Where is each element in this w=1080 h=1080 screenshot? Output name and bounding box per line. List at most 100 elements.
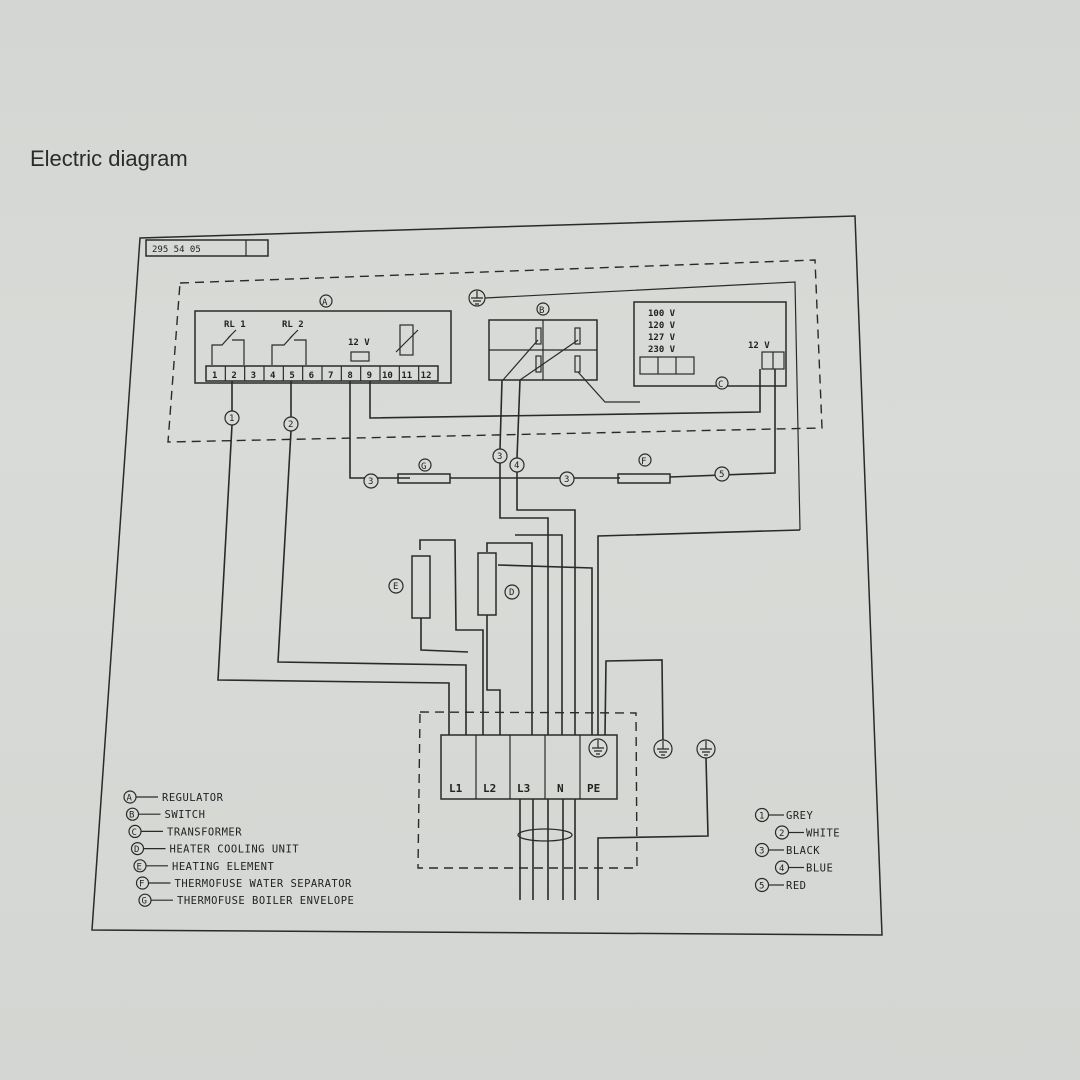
legend-wire-marker-1	[754, 807, 770, 823]
fuse-f	[617, 473, 671, 484]
terminal-number: 11	[401, 371, 412, 381]
legend-letter: A	[127, 794, 133, 804]
legend-wire-number: 4	[779, 864, 784, 874]
terminal-n: N	[557, 782, 564, 795]
marker-heating-element-e	[388, 578, 404, 594]
terminal-number: 6	[309, 371, 314, 381]
marker-transformer-c	[715, 376, 729, 390]
legend-component-label: SWITCH	[165, 809, 206, 821]
transformer-box	[633, 301, 787, 387]
svg-text:B: B	[539, 306, 544, 316]
wire-fuse-f-right	[669, 369, 776, 478]
legend-letter: E	[137, 862, 142, 872]
marker-fuse-g	[418, 458, 432, 472]
legend-component-label: THERMOFUSE BOILER ENVELOPE	[177, 895, 354, 907]
wire-blue	[516, 379, 576, 735]
supply-cable-clamp	[517, 828, 573, 842]
svg-text:F: F	[641, 457, 646, 467]
legend-wire-number: 3	[759, 847, 764, 857]
part-number-box	[145, 239, 269, 257]
terminal-number: 9	[367, 371, 372, 381]
svg-text:E: E	[393, 582, 398, 592]
svg-text:3: 3	[564, 475, 569, 485]
transformer-voltage-230: 230 V	[648, 345, 676, 355]
wire-white	[277, 381, 467, 735]
svg-text:2: 2	[288, 420, 293, 430]
terminal-number: 7	[328, 371, 333, 381]
transformer-voltage-120: 120 V	[648, 321, 676, 331]
transformer-12v-label: 12 V	[748, 341, 770, 351]
legend-wire-number: 1	[759, 812, 764, 822]
legend-wire-number: 5	[759, 882, 764, 892]
supply-cable	[519, 799, 576, 900]
terminal-number: 2	[231, 371, 236, 381]
legend-wire-marker-3	[754, 842, 770, 858]
wire-marker-5	[714, 466, 730, 482]
terminal-number: 12	[421, 371, 432, 381]
wire-black	[499, 379, 549, 735]
wire-marker-3b	[363, 473, 379, 489]
wire-regulator-transformer	[369, 369, 761, 419]
legend-wire-number: 2	[779, 829, 784, 839]
relay-rl1-label: RL 1	[224, 320, 246, 330]
legend-wire-marker-4	[774, 860, 790, 875]
legend-letter: G	[142, 897, 147, 907]
svg-text:4: 4	[514, 461, 519, 471]
terminal-number: 10	[382, 371, 393, 381]
legend-component-label: REGULATOR	[162, 792, 224, 804]
terminal-number: 8	[347, 371, 352, 381]
relay-rl2-contact	[271, 329, 307, 365]
legend-letter: D	[134, 845, 139, 855]
legend-component-label: THERMOFUSE WATER SEPARATOR	[175, 878, 353, 890]
transformer-voltage-100: 100 V	[648, 309, 676, 319]
legend-wire-marker-2	[774, 825, 790, 840]
transformer-voltage-127: 127 V	[648, 333, 676, 343]
marker-regulator-a	[319, 294, 333, 308]
legend-wire-marker-5	[754, 877, 770, 893]
marker-switch-b	[536, 302, 550, 316]
equipment-enclosure	[167, 259, 823, 443]
legend-wire-label: RED	[786, 880, 806, 892]
regulator-12v-label: 12 V	[348, 338, 370, 348]
terminal-l1: L1	[449, 782, 463, 795]
page-title: Electric diagram	[30, 146, 188, 171]
svg-text:5: 5	[719, 470, 724, 480]
terminal-l2: L2	[483, 782, 496, 795]
legend-letter: B	[129, 811, 134, 821]
legend-wire-label: GREY	[786, 810, 813, 822]
legend-component-label: TRANSFORMER	[167, 826, 242, 838]
terminal-pe: PE	[587, 782, 600, 795]
marker-heater-d	[504, 584, 520, 600]
regulator-box	[194, 310, 452, 384]
relay-rl2-label: RL 2	[282, 320, 304, 330]
part-number: 295 54 05	[152, 245, 201, 255]
terminal-l3: L3	[517, 782, 530, 795]
terminal-number: 3	[251, 371, 256, 381]
svg-text:A: A	[322, 298, 328, 308]
legend-component-label: HEATING ELEMENT	[172, 861, 275, 873]
terminal-number: 5	[289, 371, 294, 381]
svg-text:D: D	[509, 588, 514, 598]
power-terminal-block	[440, 734, 618, 800]
legend-wire-label: WHITE	[806, 828, 840, 840]
earth-icon-right-2	[696, 739, 716, 759]
legend-letter: C	[132, 828, 137, 838]
earth-icon-right-1	[653, 739, 673, 759]
legend-wire-label: BLUE	[806, 863, 833, 875]
earth-icon-pe	[588, 738, 608, 758]
diagram-border	[91, 215, 883, 936]
legend-wire-label: BLACK	[786, 845, 820, 857]
wire-fuse-g-left	[349, 381, 410, 479]
legend-letter: F	[139, 880, 144, 890]
svg-text:3: 3	[497, 452, 502, 462]
relay-rl1-contact	[211, 329, 245, 365]
thermistor-icon	[399, 324, 414, 356]
svg-text:1: 1	[229, 414, 234, 424]
heater-d	[477, 552, 497, 616]
svg-text:G: G	[421, 462, 426, 472]
svg-text:C: C	[718, 380, 723, 390]
terminal-number: 4	[270, 371, 276, 381]
wire-marker-3c	[559, 471, 575, 487]
marker-fuse-f	[638, 453, 652, 467]
